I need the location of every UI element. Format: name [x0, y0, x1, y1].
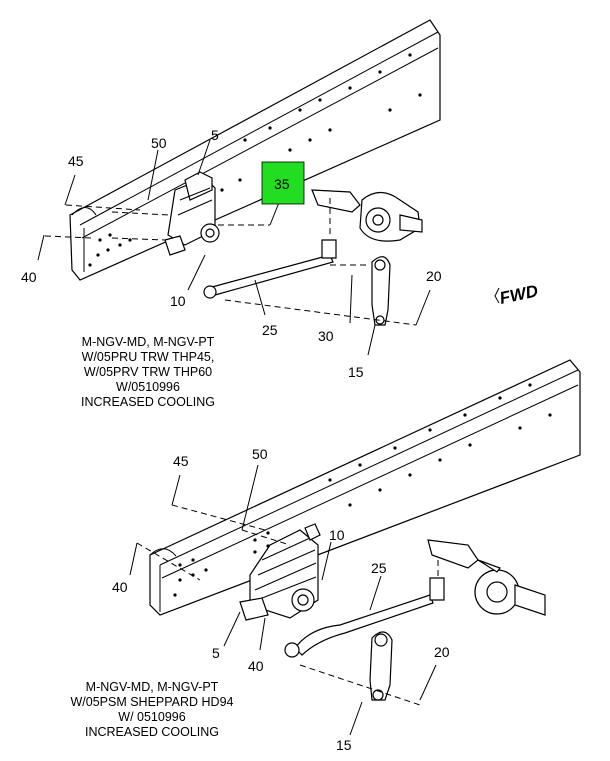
steering-knuckle-top [311, 189, 423, 242]
pitman-arm-top [371, 256, 391, 326]
caption-bottom-line-4: INCREASED COOLING [85, 725, 219, 739]
caption-bottom-line-2: W/05PSM SHEPPARD HD94 [70, 695, 233, 709]
callout-50-top[interactable]: 50 [151, 135, 167, 151]
steering-gear-bottom [239, 523, 321, 621]
callout-35-top[interactable]: 35 [274, 176, 290, 192]
forward-arrow-icon [494, 287, 500, 304]
steering-knuckle-bottom [427, 539, 546, 616]
drag-link-top [203, 239, 337, 299]
callout-35-highlight[interactable] [261, 161, 305, 205]
callout-50-bottom[interactable]: 50 [252, 446, 268, 462]
callout-40-bottom-mid[interactable]: 40 [248, 658, 264, 674]
callout-25-top[interactable]: 25 [262, 322, 278, 338]
callout-20-bottom[interactable]: 20 [434, 644, 450, 660]
caption-top-line-4: W/0510996 [116, 380, 180, 394]
leader-lines-bottom [129, 464, 439, 736]
caption-top-line-1: M-NGV-MD, M-NGV-PT [82, 335, 215, 349]
callout-15-bottom[interactable]: 15 [336, 737, 352, 753]
caption-top-line-3: W/05PRV TRW THP60 [84, 365, 212, 379]
callout-40-bottom-left[interactable]: 40 [112, 579, 128, 595]
drag-link-bottom [284, 577, 445, 658]
callout-10-top[interactable]: 10 [170, 293, 186, 309]
callout-45-bottom[interactable]: 45 [173, 453, 189, 469]
callout-5-bottom[interactable]: 5 [212, 645, 220, 661]
forward-indicator: FWD [494, 281, 540, 308]
callout-30-top[interactable]: 30 [318, 328, 334, 344]
bottom-assembly: 45 50 10 25 40 5 40 20 15 M-NGV-MD, M-NG… [70, 359, 581, 753]
top-assembly: 5 50 45 35 40 10 25 30 20 15 M-NGV-MD, M… [21, 19, 442, 409]
forward-label: FWD [498, 281, 540, 308]
callout-25-bottom[interactable]: 25 [371, 560, 387, 576]
caption-top: M-NGV-MD, M-NGV-PT W/05PRU TRW THP45, W/… [81, 335, 215, 409]
callout-45-top[interactable]: 45 [68, 153, 84, 169]
leader-lines-top [37, 139, 431, 356]
callout-20-top[interactable]: 20 [426, 268, 442, 284]
caption-bottom-line-3: W/ 0510996 [118, 710, 185, 724]
caption-bottom-line-1: M-NGV-MD, M-NGV-PT [86, 680, 219, 694]
callout-40-top[interactable]: 40 [21, 269, 37, 285]
callout-10-bottom[interactable]: 10 [329, 527, 345, 543]
callout-5-top[interactable]: 5 [211, 127, 219, 143]
caption-top-line-5: INCREASED COOLING [81, 395, 215, 409]
pitman-arm-bottom [369, 631, 393, 701]
caption-top-line-2: W/05PRU TRW THP45, [82, 350, 215, 364]
callout-15-top[interactable]: 15 [348, 364, 364, 380]
frame-rail-bottom [149, 359, 581, 616]
caption-bottom: M-NGV-MD, M-NGV-PT W/05PSM SHEPPARD HD94… [70, 680, 233, 739]
steering-gear-top [164, 171, 220, 256]
